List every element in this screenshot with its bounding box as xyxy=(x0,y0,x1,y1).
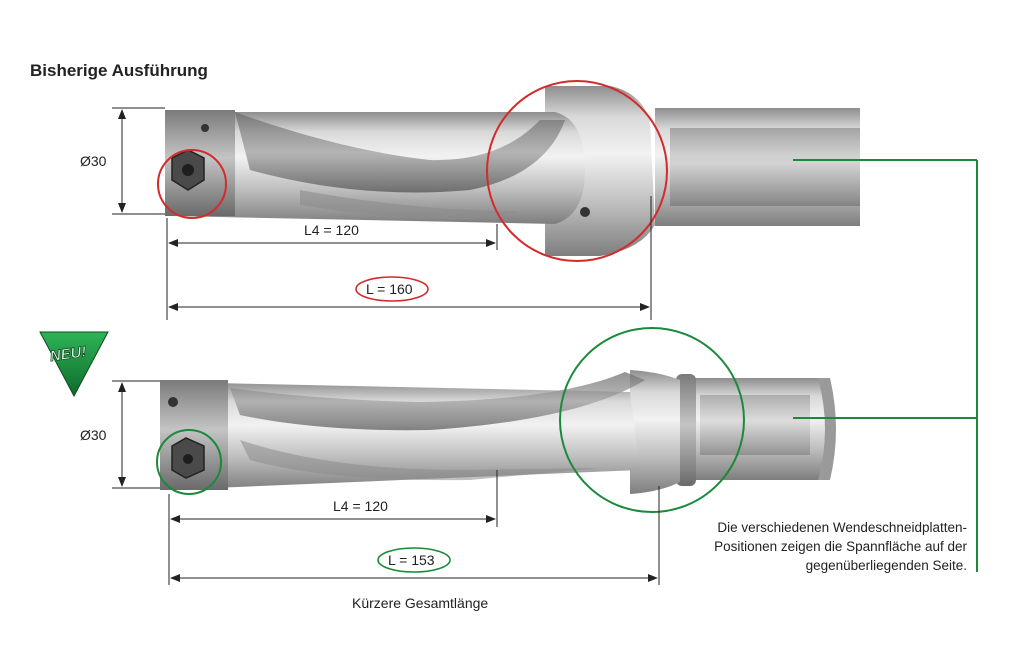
new-insert-highlight-circle xyxy=(156,429,222,495)
old-insert-highlight-circle xyxy=(157,149,227,219)
neu-badge: NEU! xyxy=(39,331,109,398)
old-drill-insert-screw xyxy=(182,164,194,176)
old-diameter-label: Ø30 xyxy=(80,153,107,169)
old-collar-highlight-circle xyxy=(486,80,668,262)
new-collar-highlight-circle xyxy=(559,327,745,513)
old-drill-screw-top xyxy=(201,124,209,132)
neu-badge-triangle xyxy=(39,331,109,398)
new-drill-collar-ring xyxy=(676,374,696,486)
old-dimensions: Ø30 L4 = 120 L = 160 xyxy=(80,107,652,320)
old-drill-flute-lower xyxy=(300,190,520,220)
new-length-label: L = 153 xyxy=(388,552,435,568)
side-note: Die verschiedenen Wendeschneidplatten- P… xyxy=(714,520,967,573)
new-drill xyxy=(160,370,836,494)
new-length-highlight xyxy=(377,547,451,573)
new-drill-collar xyxy=(630,370,680,494)
old-drill-coolant-hole xyxy=(580,207,590,217)
note-line-3: gegenüberliegenden Seite. xyxy=(806,558,967,573)
new-dimensions: Ø30 L4 = 120 L = 153 Kürzere Gesamtlänge xyxy=(80,380,660,611)
old-l4-label: L4 = 120 xyxy=(304,222,359,238)
old-length-label: L = 160 xyxy=(366,281,413,297)
neu-badge-label: NEU! xyxy=(49,343,88,365)
new-caption: Kürzere Gesamtlänge xyxy=(352,595,488,611)
new-drill-flute-lower xyxy=(240,440,600,481)
old-drill-shank-flat xyxy=(670,128,860,206)
new-drill-shank-end xyxy=(818,378,836,480)
connector xyxy=(793,159,978,572)
note-line-1: Die verschiedenen Wendeschneidplatten- xyxy=(717,520,967,535)
old-drill-flute xyxy=(235,112,565,193)
old-length-highlight xyxy=(355,276,429,302)
new-diameter-label: Ø30 xyxy=(80,427,107,443)
note-line-2: Positionen zeigen die Spannfläche auf de… xyxy=(714,539,967,554)
new-drill-coolant-hole xyxy=(168,397,178,407)
old-design-title: Bisherige Ausführung xyxy=(30,61,208,80)
new-l4-label: L4 = 120 xyxy=(333,498,388,514)
new-drill-flute xyxy=(230,372,645,431)
new-drill-insert-screw xyxy=(183,454,193,464)
old-drill xyxy=(165,86,860,256)
new-drill-shank-flat xyxy=(700,395,810,455)
